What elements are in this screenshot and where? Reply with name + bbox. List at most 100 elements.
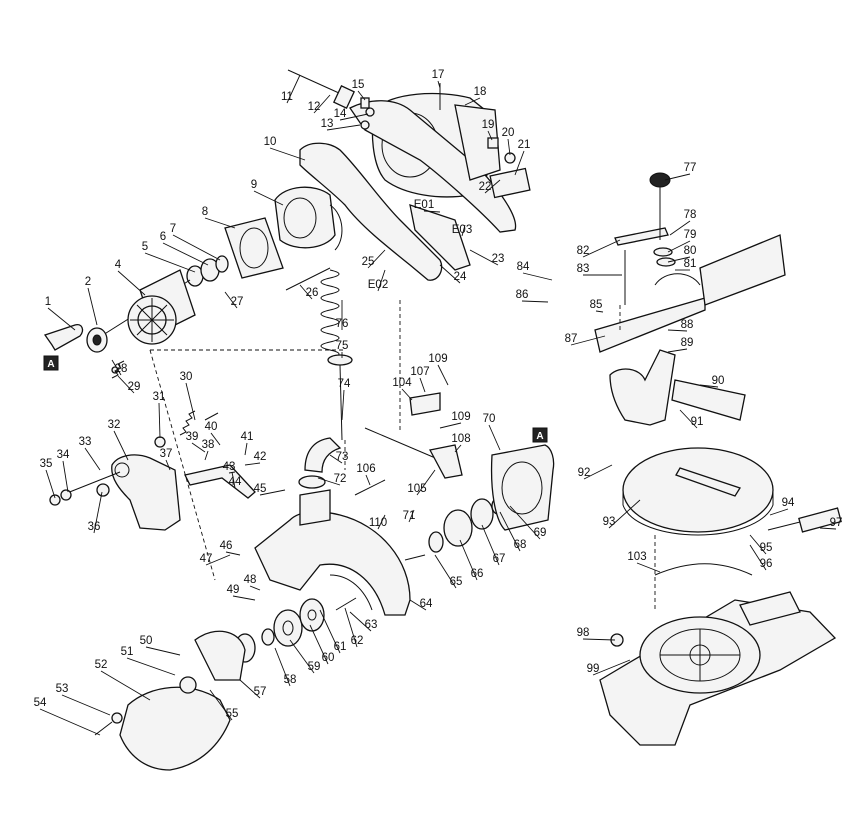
leader-line	[165, 459, 171, 471]
leader-line	[488, 424, 501, 451]
part-number-label: 86	[516, 289, 529, 301]
part-number-label: 91	[691, 416, 704, 428]
leader-line	[461, 224, 466, 237]
leader-line	[481, 524, 500, 566]
part-number-label: 104	[392, 377, 412, 389]
part-number-label: 85	[590, 299, 603, 311]
base-part	[599, 591, 837, 746]
lever-part	[43, 324, 84, 351]
leader-line	[582, 239, 621, 258]
leader-line	[423, 210, 441, 213]
leader-line	[244, 462, 261, 466]
leader-line	[416, 469, 436, 496]
part-number-label: 32	[108, 419, 121, 431]
part-number-label: 103	[627, 551, 646, 563]
part-number-label: 99	[587, 663, 600, 675]
part-number-label: 48	[244, 574, 257, 586]
part-number-label: 36	[88, 521, 101, 533]
leader-line	[349, 611, 372, 632]
leader-line	[299, 284, 313, 300]
part-number-label: 14	[334, 108, 347, 120]
leader-line	[487, 130, 493, 141]
leader-line	[113, 430, 129, 461]
part-number-label: 47	[200, 553, 213, 565]
leader-line	[819, 527, 837, 530]
part-number-label: 92	[578, 467, 591, 479]
leader-line	[317, 477, 341, 486]
part-number-label: 87	[565, 333, 578, 345]
part-number-label: 8	[202, 206, 208, 218]
part-number-labels: 1245678910111213141517181920212223242526…	[34, 69, 843, 720]
turn-base-part	[622, 447, 774, 536]
leader-line	[231, 471, 236, 489]
part-number-label: 22	[479, 181, 492, 193]
leader-line	[570, 335, 606, 346]
leader-line	[232, 595, 256, 601]
part-number-label: 33	[79, 436, 92, 448]
part-number-label: 79	[684, 229, 697, 241]
leader-line	[357, 90, 366, 101]
baffle-part	[224, 217, 284, 279]
leader-line	[162, 242, 209, 266]
leader-line	[84, 447, 101, 471]
leader-line	[158, 402, 161, 439]
part-number-label: 97	[830, 517, 843, 529]
leader-line	[117, 375, 135, 394]
leader-line	[592, 659, 631, 676]
part-number-label: 28	[115, 363, 128, 375]
leader-line	[437, 364, 449, 386]
leader-line	[329, 454, 343, 464]
part-number-label: 42	[254, 451, 267, 463]
part-number-label: 55	[226, 708, 239, 720]
part-number-label: 69	[534, 527, 547, 539]
part-number-label: 63	[365, 619, 378, 631]
part-number-label: 13	[321, 118, 334, 130]
arm-holder-part	[111, 454, 181, 531]
leader-line	[100, 670, 151, 701]
part-number-label: E01	[414, 199, 434, 211]
part-number-label: 31	[153, 391, 166, 403]
part-number-label: 61	[334, 641, 347, 653]
leader-line	[145, 646, 181, 656]
part-number-label: 93	[603, 516, 616, 528]
part-number-label: 78	[684, 209, 697, 221]
leader-line	[582, 638, 616, 641]
part-number-label: 21	[518, 139, 531, 151]
leader-line	[667, 329, 688, 332]
part-number-label: 6	[160, 231, 166, 243]
leader-line	[117, 270, 146, 296]
leader-line	[434, 554, 457, 589]
leader-line	[61, 694, 111, 716]
part-number-label: 24	[454, 271, 467, 283]
spring-part	[320, 269, 340, 359]
leader-line	[667, 256, 691, 263]
part-number-label: 77	[684, 162, 697, 174]
part-number-label: 1	[45, 296, 51, 308]
leader-line	[45, 469, 56, 499]
part-number-label: 80	[684, 245, 697, 257]
leader-line	[595, 310, 604, 313]
leader-line	[484, 179, 501, 194]
part-number-label: 88	[681, 319, 694, 331]
part-number-label: 67	[493, 553, 506, 565]
leader-line	[522, 272, 553, 281]
part-number-label: 27	[231, 296, 244, 308]
part-number-label: 96	[760, 558, 773, 570]
leader-line	[454, 444, 462, 453]
leader-line	[239, 679, 261, 699]
part-number-label: 75	[336, 340, 349, 352]
leader-line	[249, 585, 261, 591]
part-number-label: 53	[56, 683, 69, 695]
leader-line	[225, 551, 241, 556]
leader-line	[749, 544, 767, 571]
leader-line	[507, 138, 511, 156]
part-number-label: E02	[368, 279, 388, 291]
part-number-label: 84	[517, 261, 530, 273]
leader-line	[636, 562, 661, 573]
leader-line	[439, 422, 462, 429]
leader-line	[608, 499, 641, 529]
leader-line	[210, 432, 221, 446]
leader-line	[499, 511, 521, 552]
leader-line	[419, 377, 426, 393]
